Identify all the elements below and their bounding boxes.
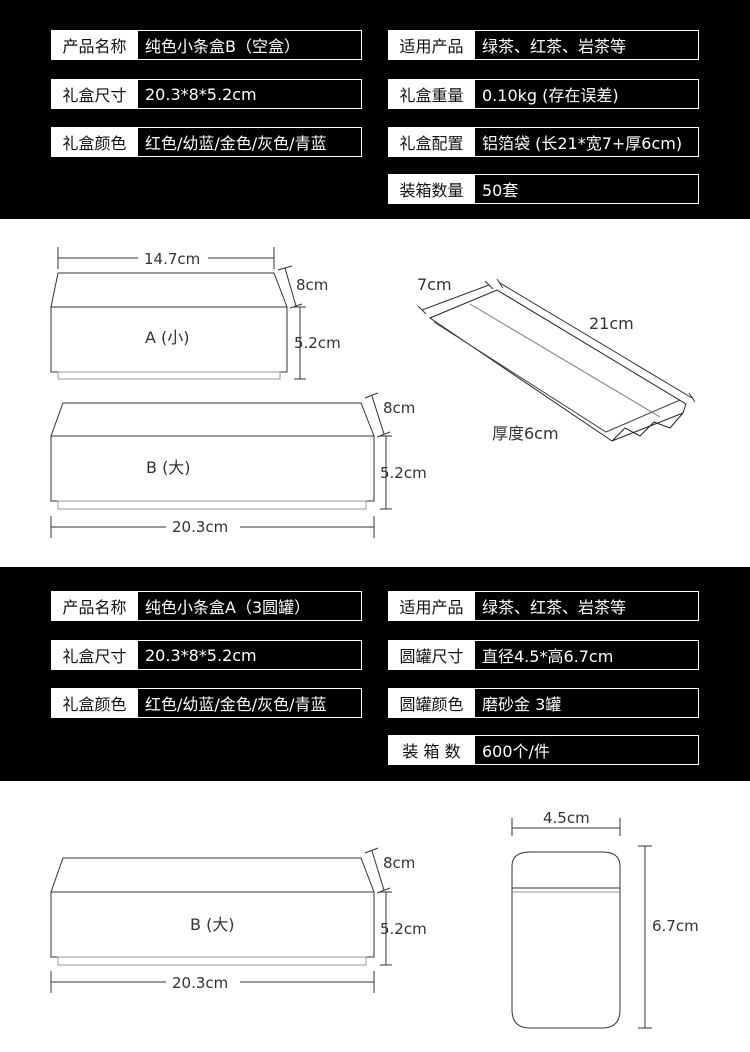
dim-width-large: 20.3cm <box>172 518 228 536</box>
spec-value: 磨砂金 3罐 <box>482 695 562 714</box>
dim-height-large-2: 5.2cm <box>380 920 427 938</box>
can-diameter: 4.5cm <box>543 809 590 827</box>
bag-length: 21cm <box>589 314 634 333</box>
dim-height-large: 5.2cm <box>380 464 427 482</box>
spec-row-can-size: 圆罐尺寸 直径4.5*高6.7cm <box>388 640 699 670</box>
spec-key: 礼盒颜色 <box>52 689 138 717</box>
dim-depth-small: 8cm <box>296 276 328 294</box>
spec-key: 适用产品 <box>389 592 475 620</box>
spec-row-product-name: 产品名称 纯色小条盒B（空盒） <box>51 30 362 60</box>
bag-thickness: 厚度6cm <box>492 424 559 443</box>
spec-key: 礼盒尺寸 <box>52 80 138 108</box>
spec-value: 600个/件 <box>482 742 550 761</box>
spec-value: 绿茶、红茶、岩茶等 <box>482 37 627 56</box>
spec-value: 绿茶、红茶、岩茶等 <box>482 598 627 617</box>
spec-key: 适用产品 <box>389 31 475 59</box>
dim-depth-large: 8cm <box>383 399 415 417</box>
box-label-small: A (小) <box>145 328 190 347</box>
spec-value: 0.10kg (存在误差) <box>482 86 619 105</box>
box-label-large-2: B (大) <box>190 915 235 934</box>
spec-value: 铝箔袋 (长21*宽7+厚6cm) <box>482 134 683 153</box>
spec-row-applicable: 适用产品 绿茶、红茶、岩茶等 <box>388 591 699 621</box>
spec-key: 礼盒颜色 <box>52 128 138 156</box>
box-bag-diagram: 14.7cm 8cm 5.2cm A (小) 8cm 5.2cm B (大) 2… <box>50 247 696 538</box>
spec-key: 产品名称 <box>52 31 138 59</box>
spec-value: 20.3*8*5.2cm <box>145 84 257 104</box>
spec-row-box-size: 礼盒尺寸 20.3*8*5.2cm <box>51 79 362 109</box>
can-height: 6.7cm <box>652 917 699 935</box>
dim-depth-large-2: 8cm <box>383 854 415 872</box>
spec-key: 礼盒尺寸 <box>52 641 138 669</box>
box-label-large: B (大) <box>146 458 191 477</box>
spec-key: 圆罐尺寸 <box>389 641 475 669</box>
spec-value: 纯色小条盒A（3圆罐） <box>145 598 311 617</box>
spec-value: 50套 <box>482 181 519 200</box>
spec-value: 纯色小条盒B（空盒） <box>145 37 300 56</box>
spec-band-a: 产品名称 纯色小条盒A（3圆罐） 礼盒尺寸 20.3*8*5.2cm 礼盒颜色 … <box>0 567 750 781</box>
spec-row-packing: 装 箱 数 600个/件 <box>388 735 699 765</box>
bag-width: 7cm <box>417 275 452 294</box>
spec-row-applicable: 适用产品 绿茶、红茶、岩茶等 <box>388 30 699 60</box>
spec-row-weight: 礼盒重量 0.10kg (存在误差) <box>388 79 699 109</box>
spec-key: 装 箱 数 <box>389 736 475 764</box>
spec-value: 20.3*8*5.2cm <box>145 645 257 665</box>
dim-width-small: 14.7cm <box>144 250 200 268</box>
spec-key: 礼盒重量 <box>389 80 475 108</box>
spec-value: 红色/幼蓝/金色/灰色/青蓝 <box>145 134 327 153</box>
spec-row-packing: 装箱数量 50套 <box>388 174 699 204</box>
spec-key: 产品名称 <box>52 592 138 620</box>
dim-width-large-2: 20.3cm <box>172 974 228 992</box>
spec-band-b: 产品名称 纯色小条盒B（空盒） 礼盒尺寸 20.3*8*5.2cm 礼盒颜色 红… <box>0 0 750 219</box>
dim-height-small: 5.2cm <box>294 334 341 352</box>
spec-row-box-colors: 礼盒颜色 红色/幼蓝/金色/灰色/青蓝 <box>51 127 362 157</box>
spec-value: 直径4.5*高6.7cm <box>482 647 614 666</box>
box-can-diagram: 8cm 5.2cm B (大) 20.3cm 4.5cm 6.7cm <box>50 809 699 1029</box>
spec-key: 圆罐颜色 <box>389 689 475 717</box>
spec-key: 装箱数量 <box>389 175 475 203</box>
spec-row-config: 礼盒配置 铝箔袋 (长21*宽7+厚6cm) <box>388 127 699 157</box>
spec-row-product-name: 产品名称 纯色小条盒A（3圆罐） <box>51 591 362 621</box>
spec-row-box-colors: 礼盒颜色 红色/幼蓝/金色/灰色/青蓝 <box>51 688 362 718</box>
spec-row-can-color: 圆罐颜色 磨砂金 3罐 <box>388 688 699 718</box>
spec-key: 礼盒配置 <box>389 128 475 156</box>
spec-row-box-size: 礼盒尺寸 20.3*8*5.2cm <box>51 640 362 670</box>
spec-value: 红色/幼蓝/金色/灰色/青蓝 <box>145 695 327 714</box>
